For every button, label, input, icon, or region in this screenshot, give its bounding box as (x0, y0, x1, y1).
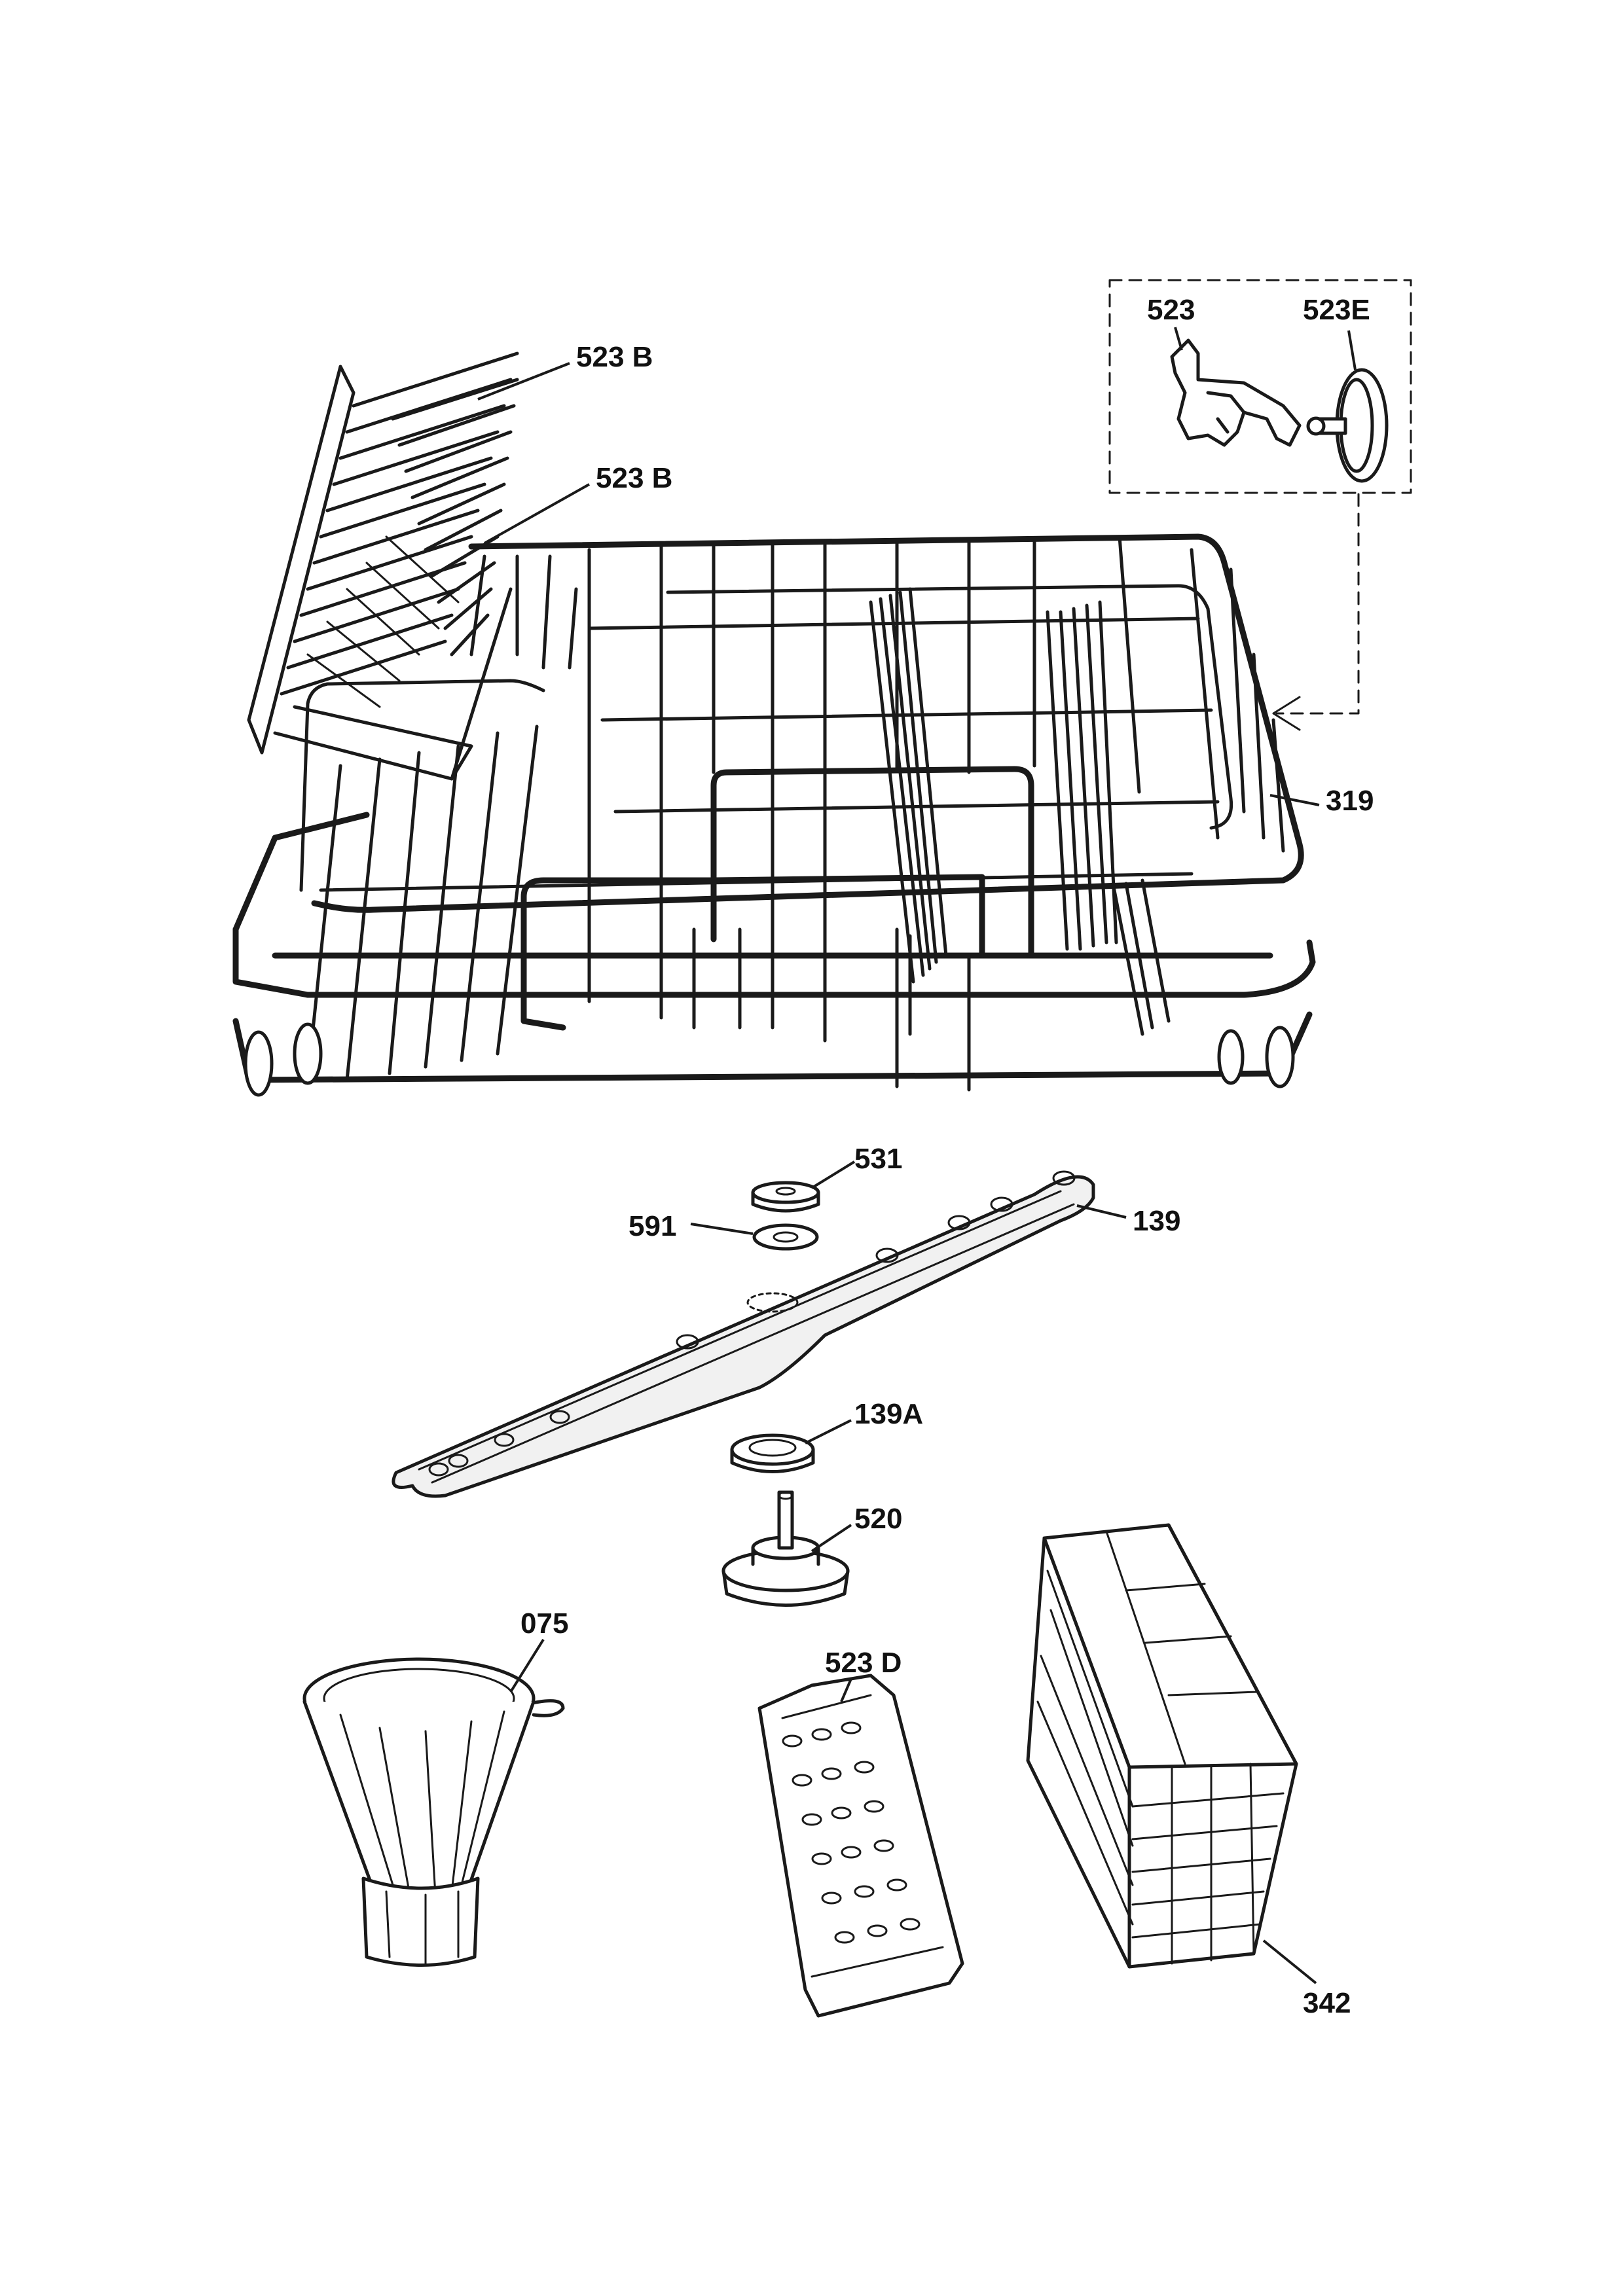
label-139: 139 (1133, 1205, 1180, 1237)
label-523e: 523E (1303, 294, 1370, 326)
label-075: 075 (520, 1607, 568, 1640)
lower-dish-rack: 319 (232, 533, 1374, 1097)
leader-342 (1262, 1939, 1317, 1984)
label-523d: 523 D (825, 1647, 902, 1679)
rack-wheel-left (244, 1022, 323, 1097)
label-523b-bottom: 523 B (596, 462, 672, 494)
leader-075 (509, 1638, 545, 1693)
inset-arrowhead (1272, 696, 1301, 731)
hub-520 (721, 1490, 850, 1607)
folding-tine-rows: 523 B 523 B (247, 341, 672, 781)
leader-523 (1174, 327, 1183, 351)
label-531: 531 (854, 1143, 902, 1175)
label-591: 591 (629, 1210, 676, 1242)
leader-139a (805, 1419, 852, 1444)
rack-clip-part (1170, 338, 1302, 447)
leader-319 (1269, 794, 1320, 806)
leader-531 (811, 1160, 856, 1189)
leader-523b-bottom (484, 483, 590, 545)
label-520: 520 (854, 1503, 902, 1535)
leader-523d (840, 1678, 852, 1702)
inset-connector (1275, 493, 1360, 715)
leader-520 (811, 1524, 852, 1552)
rack-wheel-part (1306, 368, 1389, 483)
bearing-139a (730, 1433, 815, 1473)
funnel-075: 075 (302, 1607, 568, 1967)
label-523: 523 (1147, 294, 1195, 326)
detail-inset: 523 523E (1108, 279, 1412, 731)
washer-591 (752, 1223, 819, 1251)
cutlery-basket-342: 342 (1026, 1523, 1351, 2019)
spray-arm-139 (392, 1170, 1095, 1498)
label-523b-top: 523 B (576, 341, 653, 373)
leader-523b-top (477, 362, 570, 401)
spray-arm-group: 531 591 139 (392, 1143, 1180, 1607)
label-319: 319 (1326, 785, 1374, 817)
label-342: 342 (1303, 1987, 1351, 2019)
nut-531 (751, 1181, 820, 1213)
leader-139 (1076, 1204, 1127, 1219)
label-139a: 139A (854, 1398, 923, 1430)
leader-523e (1347, 330, 1357, 370)
filter-523d: 523 D (757, 1647, 964, 2018)
leader-591 (690, 1223, 754, 1235)
rack-wheel-right (1217, 1026, 1295, 1088)
